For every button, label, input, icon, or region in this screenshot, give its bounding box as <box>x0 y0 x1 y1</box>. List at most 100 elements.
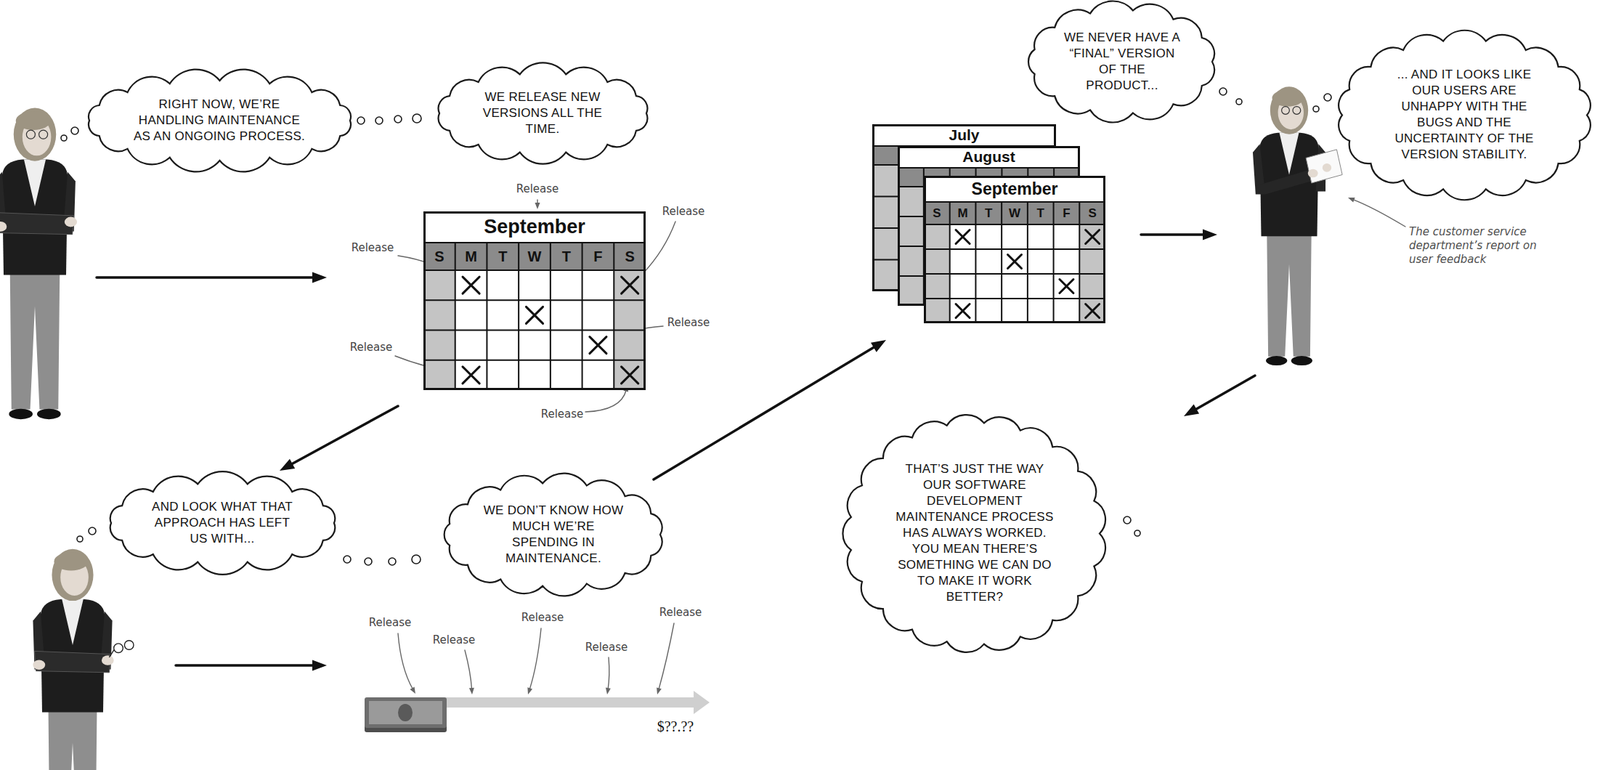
release-label: Release <box>662 204 706 218</box>
thought-dot <box>411 554 421 564</box>
thought-bubble: AND LOOK WHAT THAT APPROACH HAS LEFT US … <box>108 480 337 566</box>
calendar-page <box>423 211 646 391</box>
release-label: Release <box>659 605 703 619</box>
money-portrait <box>398 703 413 722</box>
leader-line-head <box>527 687 533 695</box>
trousers <box>10 262 61 409</box>
release-mark <box>955 229 970 244</box>
thought-dot <box>1324 93 1332 101</box>
thought-dot <box>357 116 365 125</box>
cloud-shape <box>443 473 662 597</box>
flow-arrow-head <box>1183 404 1200 417</box>
woman-figure <box>1252 86 1343 366</box>
release-label: Release <box>432 633 476 647</box>
timeline-head <box>693 690 710 714</box>
thought-text: WE DON’T KNOW HOW MUCH WE’RE SPENDING IN… <box>482 502 625 567</box>
leader-line-head <box>605 687 611 695</box>
thought-dot <box>1134 530 1141 536</box>
thought-dot <box>1313 106 1319 112</box>
calendar-month: September <box>923 175 1106 202</box>
shirt <box>1279 132 1300 176</box>
grid-line <box>423 329 646 332</box>
grid-line <box>423 241 646 244</box>
folded-arms <box>0 212 75 235</box>
cloud-shape <box>109 471 335 575</box>
woman-figure <box>32 549 134 770</box>
leader-line <box>398 633 413 690</box>
flow-arrow <box>1194 375 1256 411</box>
trousers <box>1266 225 1312 357</box>
release-label: Release <box>351 241 395 255</box>
grid-line <box>923 248 1106 250</box>
release-mark <box>1059 278 1074 293</box>
label-holder: $??.?? <box>657 718 695 735</box>
weekday-letter: T <box>550 242 583 271</box>
thought-dot <box>88 527 96 535</box>
shoe <box>8 408 33 420</box>
thought-text: THAT’S JUST THE WAY OUR SOFTWARE DEVELOP… <box>891 461 1059 605</box>
leader-line <box>658 623 674 690</box>
hand <box>1308 169 1319 178</box>
flow-arrow-head <box>312 272 327 284</box>
shirt <box>61 599 83 645</box>
weekday-letter: W <box>518 242 551 271</box>
grid-line <box>897 167 1080 169</box>
leader-line <box>642 221 676 274</box>
hair <box>13 108 56 162</box>
shoe <box>1291 355 1313 366</box>
money-bill <box>364 697 447 728</box>
thought-text: RIGHT NOW, WE’RE HANDLING MAINTENANCE AS… <box>132 96 307 145</box>
woman-figure <box>0 108 77 420</box>
label-holder: Release <box>662 204 706 218</box>
flow-arrow-head <box>279 459 295 471</box>
cloud-shape <box>437 62 648 164</box>
leader-line-head <box>656 687 662 695</box>
thought-text: WE RELEASE NEW VERSIONS ALL THE TIME. <box>473 89 612 138</box>
grid-line <box>423 359 646 361</box>
grid-line <box>1000 201 1003 324</box>
weekday-letter: T <box>1027 201 1054 225</box>
thought-text: AND LOOK WHAT THAT APPROACH HAS LEFT US … <box>148 498 298 547</box>
thought-text: WE NEVER HAVE A “FINAL” VERSION OF THE P… <box>1062 29 1183 94</box>
flow-arrow <box>175 663 316 667</box>
leader-line <box>585 390 627 412</box>
weekday-letter: F <box>1053 201 1080 225</box>
label-holder: Release <box>350 340 393 354</box>
grid-line <box>485 242 488 391</box>
hair <box>51 549 93 601</box>
release-mark <box>1007 254 1022 268</box>
shoe <box>37 408 62 420</box>
release-label: Release <box>521 610 565 624</box>
label-holder: Release <box>541 407 584 421</box>
cloud-shape <box>1338 29 1591 200</box>
thought-bubble: WE RELEASE NEW VERSIONS ALL THE TIME. <box>436 70 650 157</box>
grid-line <box>1078 201 1080 324</box>
release-mark <box>462 276 480 294</box>
weekday-letter: S <box>923 201 950 225</box>
release-mark <box>621 276 639 294</box>
thought-bubble: ... AND IT LOOKS LIKE OUR USERS ARE UNHA… <box>1339 37 1590 194</box>
leader-line <box>607 657 610 690</box>
cloud-outline <box>444 480 664 590</box>
calendar-month: August <box>897 145 1080 168</box>
cloud-shape <box>1028 1 1215 123</box>
glasses <box>108 649 115 658</box>
release-mark <box>462 366 480 384</box>
cloud-shape <box>842 414 1106 653</box>
leader-line <box>1353 199 1406 227</box>
flow-arrow <box>289 405 399 465</box>
calendar: SeptemberSMTWTFS <box>923 175 1106 324</box>
grid-line <box>949 201 951 324</box>
thought-dot <box>343 555 351 563</box>
grid-line <box>923 223 1106 226</box>
weekday-band <box>423 242 646 271</box>
shirt <box>23 159 46 207</box>
calendar-page <box>923 175 1106 324</box>
weekday-letter: M <box>949 201 977 225</box>
release-mark <box>955 303 970 318</box>
thought-dot <box>1219 87 1227 96</box>
grid-line <box>549 242 552 391</box>
leader-line-head <box>469 687 475 695</box>
label-holder: Release <box>585 640 629 654</box>
hand <box>0 221 7 232</box>
